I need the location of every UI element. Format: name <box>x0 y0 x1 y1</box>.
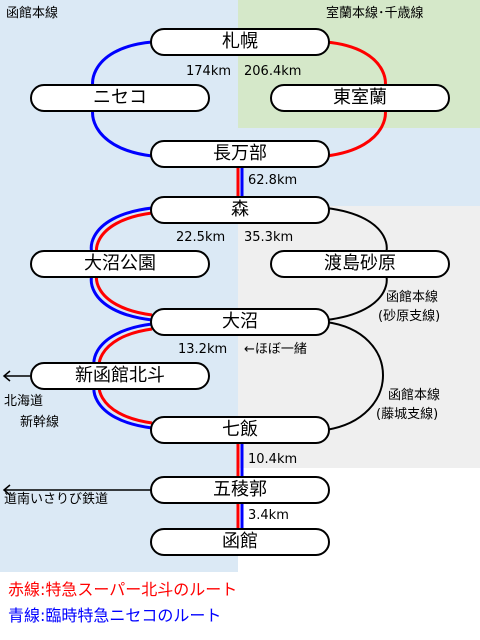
legend-red-route: 赤線:特急スーパー北斗のルート <box>8 580 238 599</box>
region-label-hakodate-main: 函館本線 <box>6 6 59 21</box>
region-label-sawara-2: (砂原支線) <box>378 309 441 324</box>
distance-oshamambe-mori: 62.8km <box>248 173 298 188</box>
region-label-muroran-chitose: 室蘭本線･千歳線 <box>326 6 424 21</box>
distance-nanae-goryokaku: 10.4km <box>248 452 298 467</box>
fujishiro-branch-line <box>325 321 384 431</box>
station-nanae: 七飯 <box>150 416 330 444</box>
station-oshamambe: 長万部 <box>150 140 330 168</box>
region-label-fujishiro-2: (藤城支線) <box>376 407 439 422</box>
region-label-shinkansen-2: 新幹線 <box>20 415 60 430</box>
station-higashi-muroran: 東室蘭 <box>270 84 450 112</box>
region-label-sawara-1: 函館本線 <box>386 290 439 305</box>
station-niseko: ニセコ <box>30 84 210 112</box>
station-hakodate: 函館 <box>150 528 330 556</box>
region-label-isaribi: 道南いさりび鉄道 <box>4 492 109 507</box>
distance-mori-shikabe: 35.3km <box>244 230 294 245</box>
distance-niseko: 174km <box>186 64 232 79</box>
region-label-fujishiro-1: 函館本線 <box>388 388 441 403</box>
distance-mori-onuma-koen: 22.5km <box>176 230 226 245</box>
station-goryokaku: 五稜郭 <box>150 476 330 504</box>
distance-onuma-nanae: 13.2km <box>178 342 228 357</box>
legend-area <box>0 572 480 640</box>
distance-muroran: 206.4km <box>244 64 302 79</box>
station-shin-hakodate-hokuto: 新函館北斗 <box>30 362 210 390</box>
station-onuma-koen: 大沼公園 <box>30 250 210 278</box>
station-onuma: 大沼 <box>150 308 330 336</box>
almost-same-note: ←ほぼ一緒 <box>244 342 307 357</box>
station-sapporo: 札幌 <box>150 28 330 56</box>
distance-goryokaku-hakodate: 3.4km <box>248 508 289 523</box>
isaribi-arrow-head <box>2 484 11 496</box>
region-label-shinkansen-1: 北海道 <box>4 394 44 409</box>
station-mori: 森 <box>150 196 330 224</box>
legend-blue-route: 青線:臨時特急ニセコのルート <box>8 606 222 625</box>
station-shikabe: 渡島砂原 <box>270 250 450 278</box>
shinkansen-arrow-head <box>2 370 11 382</box>
